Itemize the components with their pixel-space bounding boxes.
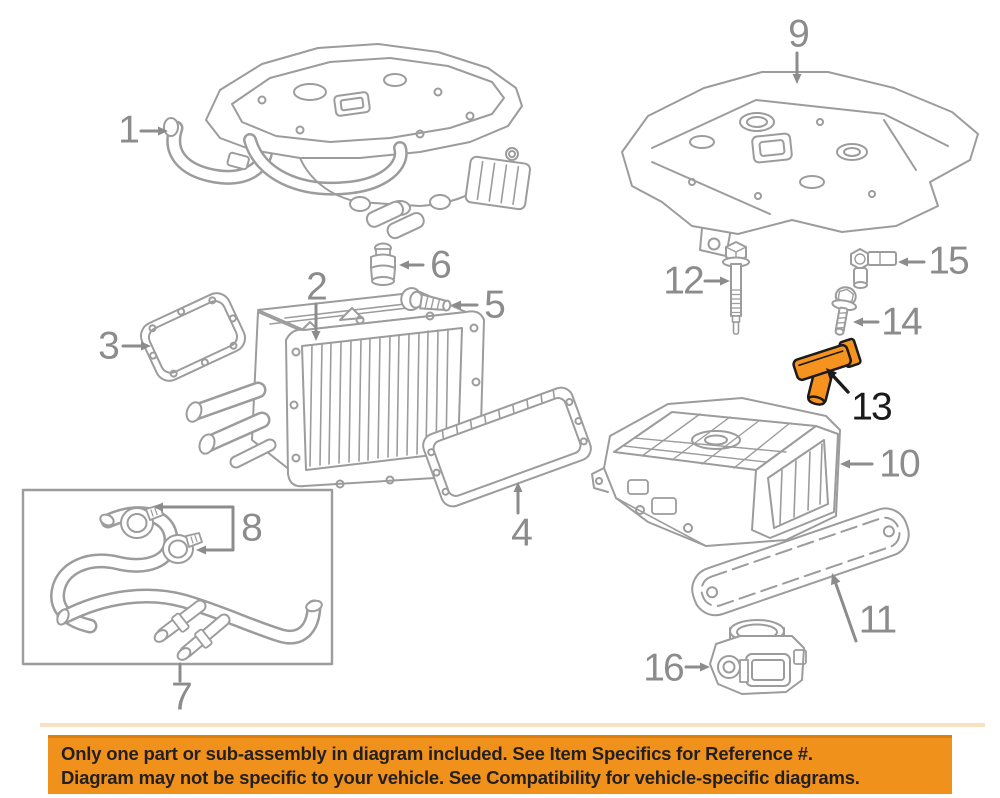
part-5-bolt-drawing: [400, 287, 452, 312]
callout-7: 7: [171, 675, 193, 719]
part-7-hose-assembly-drawing: [21, 488, 334, 666]
part-7-box: [21, 488, 334, 666]
disclaimer-line2: Diagram may not be specific to your vehi…: [61, 767, 860, 788]
callout-15: 15: [928, 239, 969, 283]
callout-6: 6: [430, 243, 452, 287]
callout-arrow-2: [311, 302, 321, 341]
callout-10: 10: [879, 442, 920, 486]
callout-arrow-3: [121, 341, 151, 351]
part-11-gasket-drawing: [691, 507, 910, 617]
callout-1: 1: [118, 108, 140, 152]
callout-arrow-9: [792, 51, 802, 84]
callout-9: 9: [788, 12, 810, 56]
part-16-throttle-body-drawing: [709, 619, 807, 695]
callout-arrow-11: [831, 573, 858, 643]
callout-arrow-1: [139, 126, 168, 136]
callout-3: 3: [98, 324, 120, 368]
part-12-bolt-drawing: [722, 241, 750, 335]
disclaimer-banner: Only one part or sub-assembly in diagram…: [48, 735, 952, 794]
banner-divider-line: [40, 723, 985, 727]
part-10-supercharger-drawing: [591, 397, 841, 547]
callout-arrow-12: [703, 276, 730, 286]
callout-arrow-10: [840, 459, 874, 469]
part-14-screw-drawing: [831, 286, 858, 336]
disclaimer-line1: Only one part or sub-assembly in diagram…: [61, 743, 813, 764]
callout-arrow-13: [826, 368, 850, 394]
callout-arrow-4: [513, 482, 523, 515]
part-15-bolt-fitting-drawing: [850, 248, 897, 289]
part-9-engine-cover-drawing: [621, 71, 979, 257]
callout-16: 16: [643, 646, 684, 690]
callout-14: 14: [881, 300, 922, 344]
callout-arrow-8: [153, 502, 235, 555]
part-1-intake-manifold-drawing: [163, 43, 531, 240]
diagram-line-art: [21, 43, 979, 695]
part-3-gasket-drawing: [140, 292, 246, 382]
part-8-hose-clamps-drawing: [120, 504, 203, 564]
callout-arrow-6: [399, 260, 425, 270]
part-13-map-sensor-highlighted: [792, 337, 862, 406]
callout-arrows: [121, 51, 926, 683]
callout-5: 5: [484, 283, 506, 327]
callout-arrow-14: [853, 317, 880, 327]
callout-8: 8: [241, 506, 263, 550]
callout-13-highlighted: 13: [851, 385, 892, 429]
callout-2: 2: [306, 265, 328, 309]
callout-11: 11: [858, 598, 897, 642]
callout-4: 4: [511, 511, 533, 555]
part-6-insulator-drawing: [370, 242, 396, 286]
part-4-gasket-drawing: [422, 386, 592, 508]
callout-arrow-5: [451, 300, 479, 310]
callout-12: 12: [663, 259, 704, 303]
callout-arrow-15: [898, 257, 926, 267]
callout-arrow-16: [684, 662, 710, 672]
